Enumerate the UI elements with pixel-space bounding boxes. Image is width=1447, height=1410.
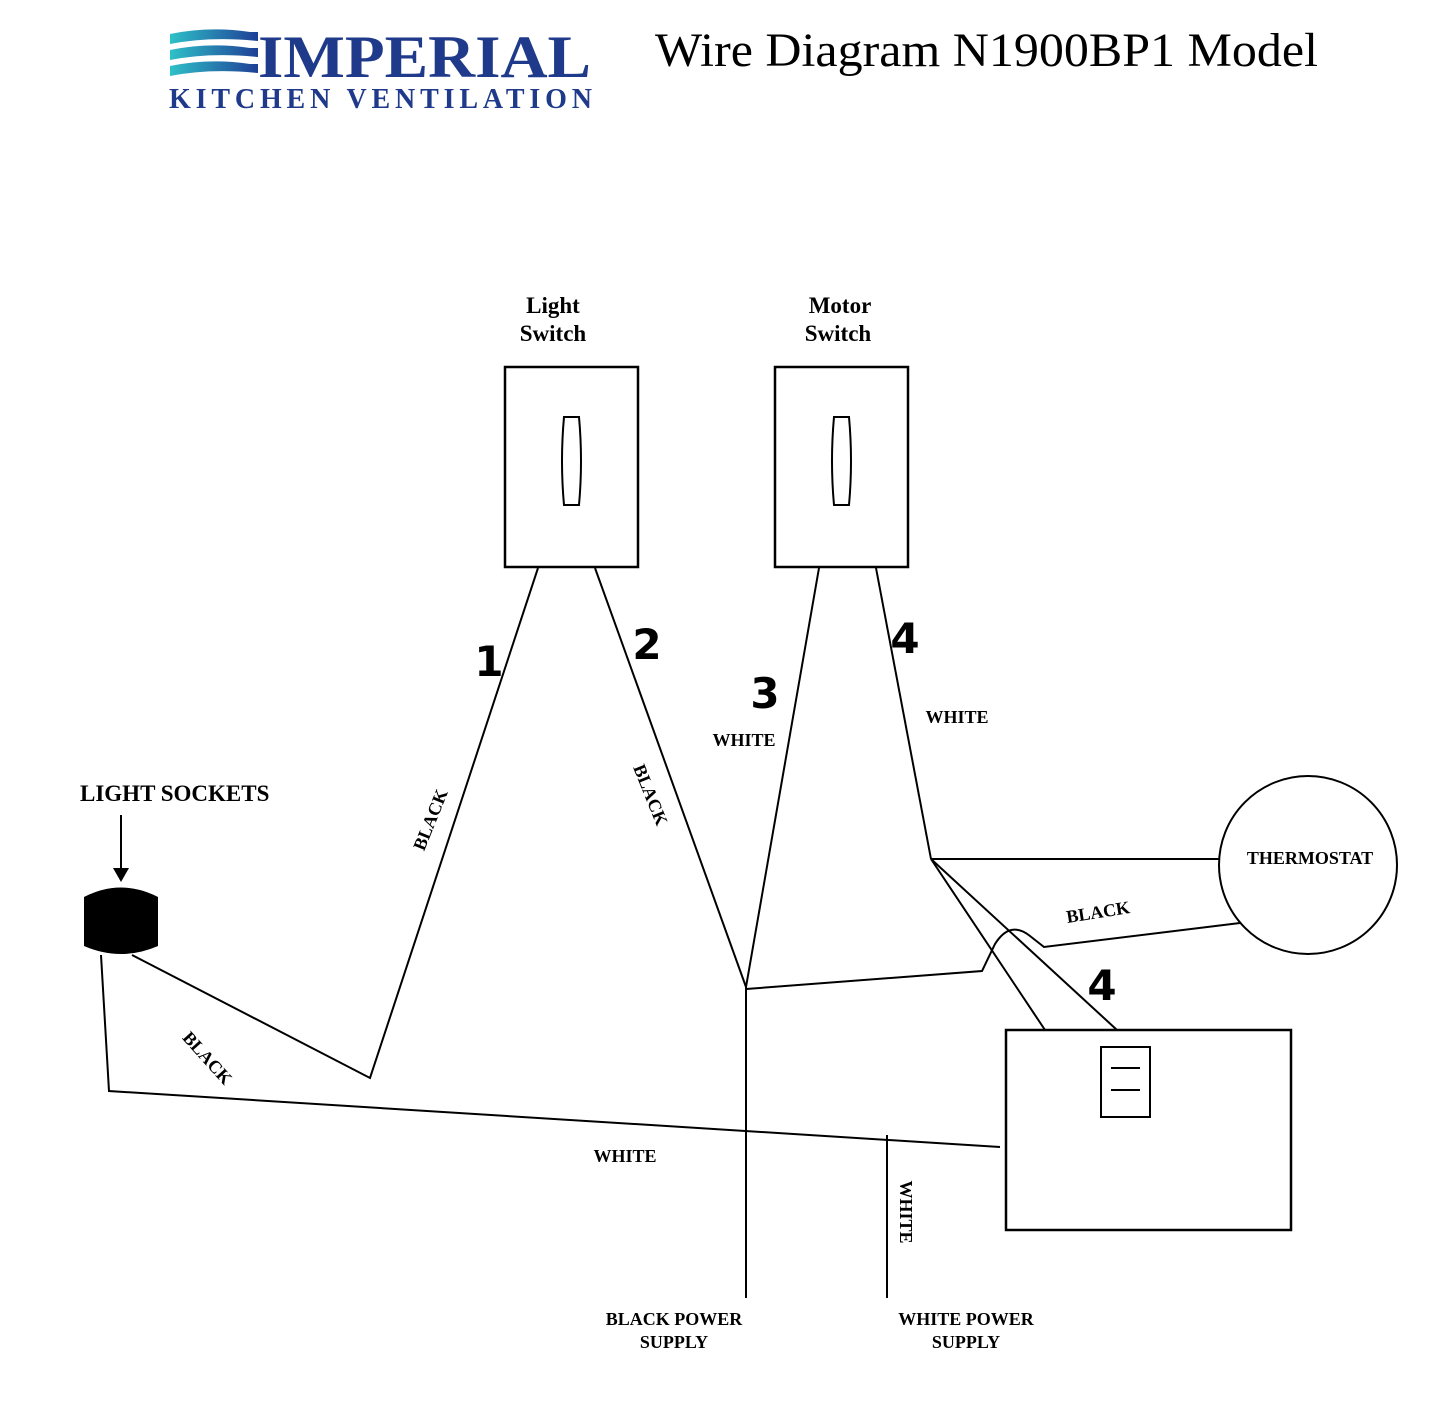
wire-3-color-label: WHITE: [712, 730, 775, 750]
thermostat-black-wire: [745, 922, 1241, 990]
wire-1-color-label: BLACK: [409, 786, 452, 853]
light-sockets-label: LIGHT SOCKETS: [80, 781, 269, 806]
logo-tagline: KITCHEN VENTILATION: [169, 84, 592, 115]
motor-switch-label-line1: Motor: [809, 293, 872, 318]
thermostat-wire-color-label: BLACK: [1065, 897, 1131, 927]
wire-3: [745, 567, 820, 988]
toggle-switch-icon: [561, 416, 582, 506]
wire-4-color-label: WHITE: [925, 707, 988, 727]
white-power-supply-label-line2: SUPPLY: [932, 1332, 1000, 1352]
logo: IMPERIAL KITCHEN VENTILATION: [169, 24, 592, 115]
motor-box-wire-a: [930, 858, 1046, 1031]
light-sockets: LIGHT SOCKETS: [80, 781, 269, 954]
toggle-switch-icon: [831, 416, 852, 506]
wire-4: [875, 567, 932, 860]
black-power-supply-label-line1: BLACK POWER: [606, 1309, 744, 1329]
logo-brand: IMPERIAL: [258, 24, 591, 90]
thermostat: THERMOSTAT: [1218, 775, 1398, 955]
motor-switch-plate-icon: [1100, 1046, 1151, 1118]
arrow-down-icon: [113, 868, 129, 882]
wire-number-3: 3: [750, 669, 779, 718]
light-switch: Light Switch: [503, 293, 640, 569]
wire-number-2: 2: [632, 620, 661, 669]
white-supply-color-label: WHITE: [896, 1180, 916, 1243]
wire-2: [594, 567, 747, 988]
black-power-supply-label-line2: SUPPLY: [640, 1332, 708, 1352]
bottom-wire-color-label: WHITE: [593, 1146, 656, 1166]
white-power-supply-label-line1: WHITE POWER: [898, 1309, 1035, 1329]
wire-2-color-label: BLACK: [629, 761, 672, 828]
light-switch-label-line1: Light: [526, 293, 580, 318]
motor-switch-label-line2: Switch: [805, 321, 872, 346]
light-socket-icon: [84, 887, 158, 954]
light-switch-label-line2: Switch: [520, 321, 587, 346]
motor-box-wire-b: [930, 858, 1118, 1031]
waves-icon: [170, 29, 258, 76]
power-supply-labels: BLACK POWER SUPPLY WHITE POWER SUPPLY: [606, 1309, 1035, 1352]
wire-number-4: 4: [890, 614, 919, 663]
wire-number-4-motor: 4: [1087, 961, 1116, 1010]
socket-wire-color-label: BLACK: [179, 1028, 237, 1089]
wires: [100, 567, 1241, 1298]
wire-labels: BLACK BLACK WHITE WHITE BLACK BLACK WHIT…: [179, 707, 1132, 1244]
page-title: Wire Diagram N1900BP1 Model: [655, 24, 1318, 77]
thermostat-label: THERMOSTAT: [1247, 848, 1373, 868]
motor-switch: Motor Switch: [773, 293, 910, 569]
wire-1: [131, 567, 539, 1080]
wire-numbers: 1 2 3 4 4: [474, 614, 1116, 1010]
motor-box: [1004, 1028, 1293, 1232]
socket-white-wire: [100, 954, 1001, 1148]
wire-number-1: 1: [474, 637, 503, 686]
